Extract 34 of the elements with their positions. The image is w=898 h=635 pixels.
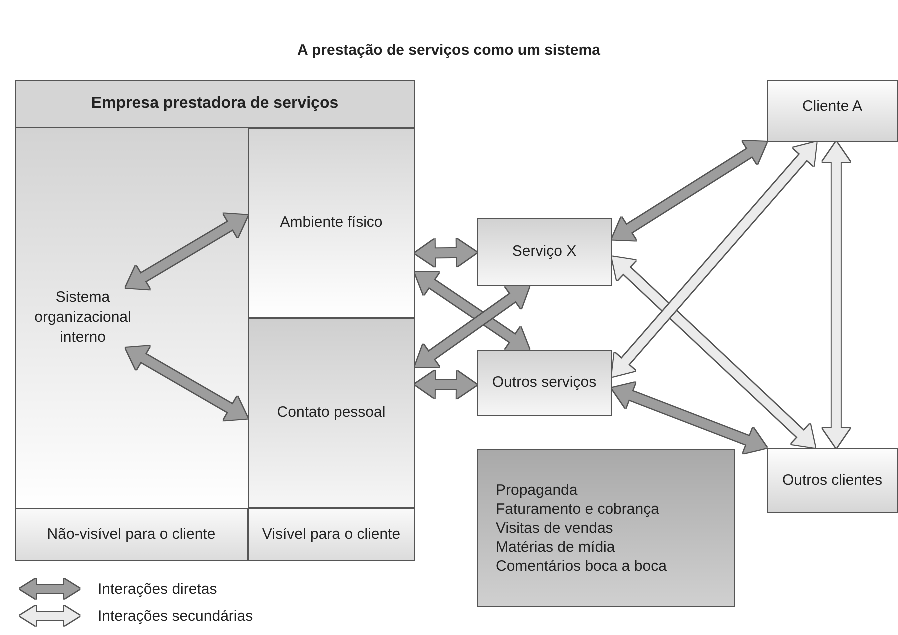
note-box	[477, 449, 735, 607]
service-box	[477, 350, 612, 416]
list-item: Propaganda	[496, 480, 578, 500]
area-box	[248, 128, 415, 318]
area-box	[248, 318, 415, 508]
node-label: Sistema organizacional interno	[34, 288, 132, 348]
node-label: Ambiente físico	[280, 213, 383, 233]
node-label: Serviço X	[512, 242, 577, 262]
footer-box	[248, 508, 415, 561]
node-label: Outros serviços	[492, 373, 597, 393]
panel-heading: Empresa prestadora de serviços	[16, 81, 414, 128]
client-box	[767, 80, 898, 142]
double-arrow	[414, 370, 478, 399]
footer-box	[15, 508, 248, 561]
node-label: Cliente A	[802, 97, 863, 117]
legend-label: Interações secundárias	[98, 608, 254, 624]
list-item: Visitas de vendas	[496, 518, 614, 538]
double-arrow	[822, 142, 850, 448]
list-item: Faturamento e cobrança	[496, 500, 660, 518]
company-panel	[15, 80, 415, 561]
list-item: Comentários boca a boca	[496, 556, 667, 576]
node-label: Outros clientes	[782, 470, 883, 490]
double-arrow	[124, 344, 250, 423]
double-arrow	[124, 212, 250, 292]
legend-label: Interações diretas	[98, 580, 218, 598]
client-box	[767, 448, 898, 513]
diagram-title: A prestação de serviços como um sistema	[296, 42, 602, 59]
double-arrow	[610, 382, 769, 454]
service-box	[477, 218, 612, 286]
node-label: Visível para o cliente	[262, 524, 401, 544]
double-arrow	[414, 239, 478, 267]
node-label: Não-visível para o cliente	[47, 524, 216, 544]
list-item: Matérias de mídia	[496, 538, 616, 556]
node-label: Contato pessoal	[277, 403, 386, 423]
